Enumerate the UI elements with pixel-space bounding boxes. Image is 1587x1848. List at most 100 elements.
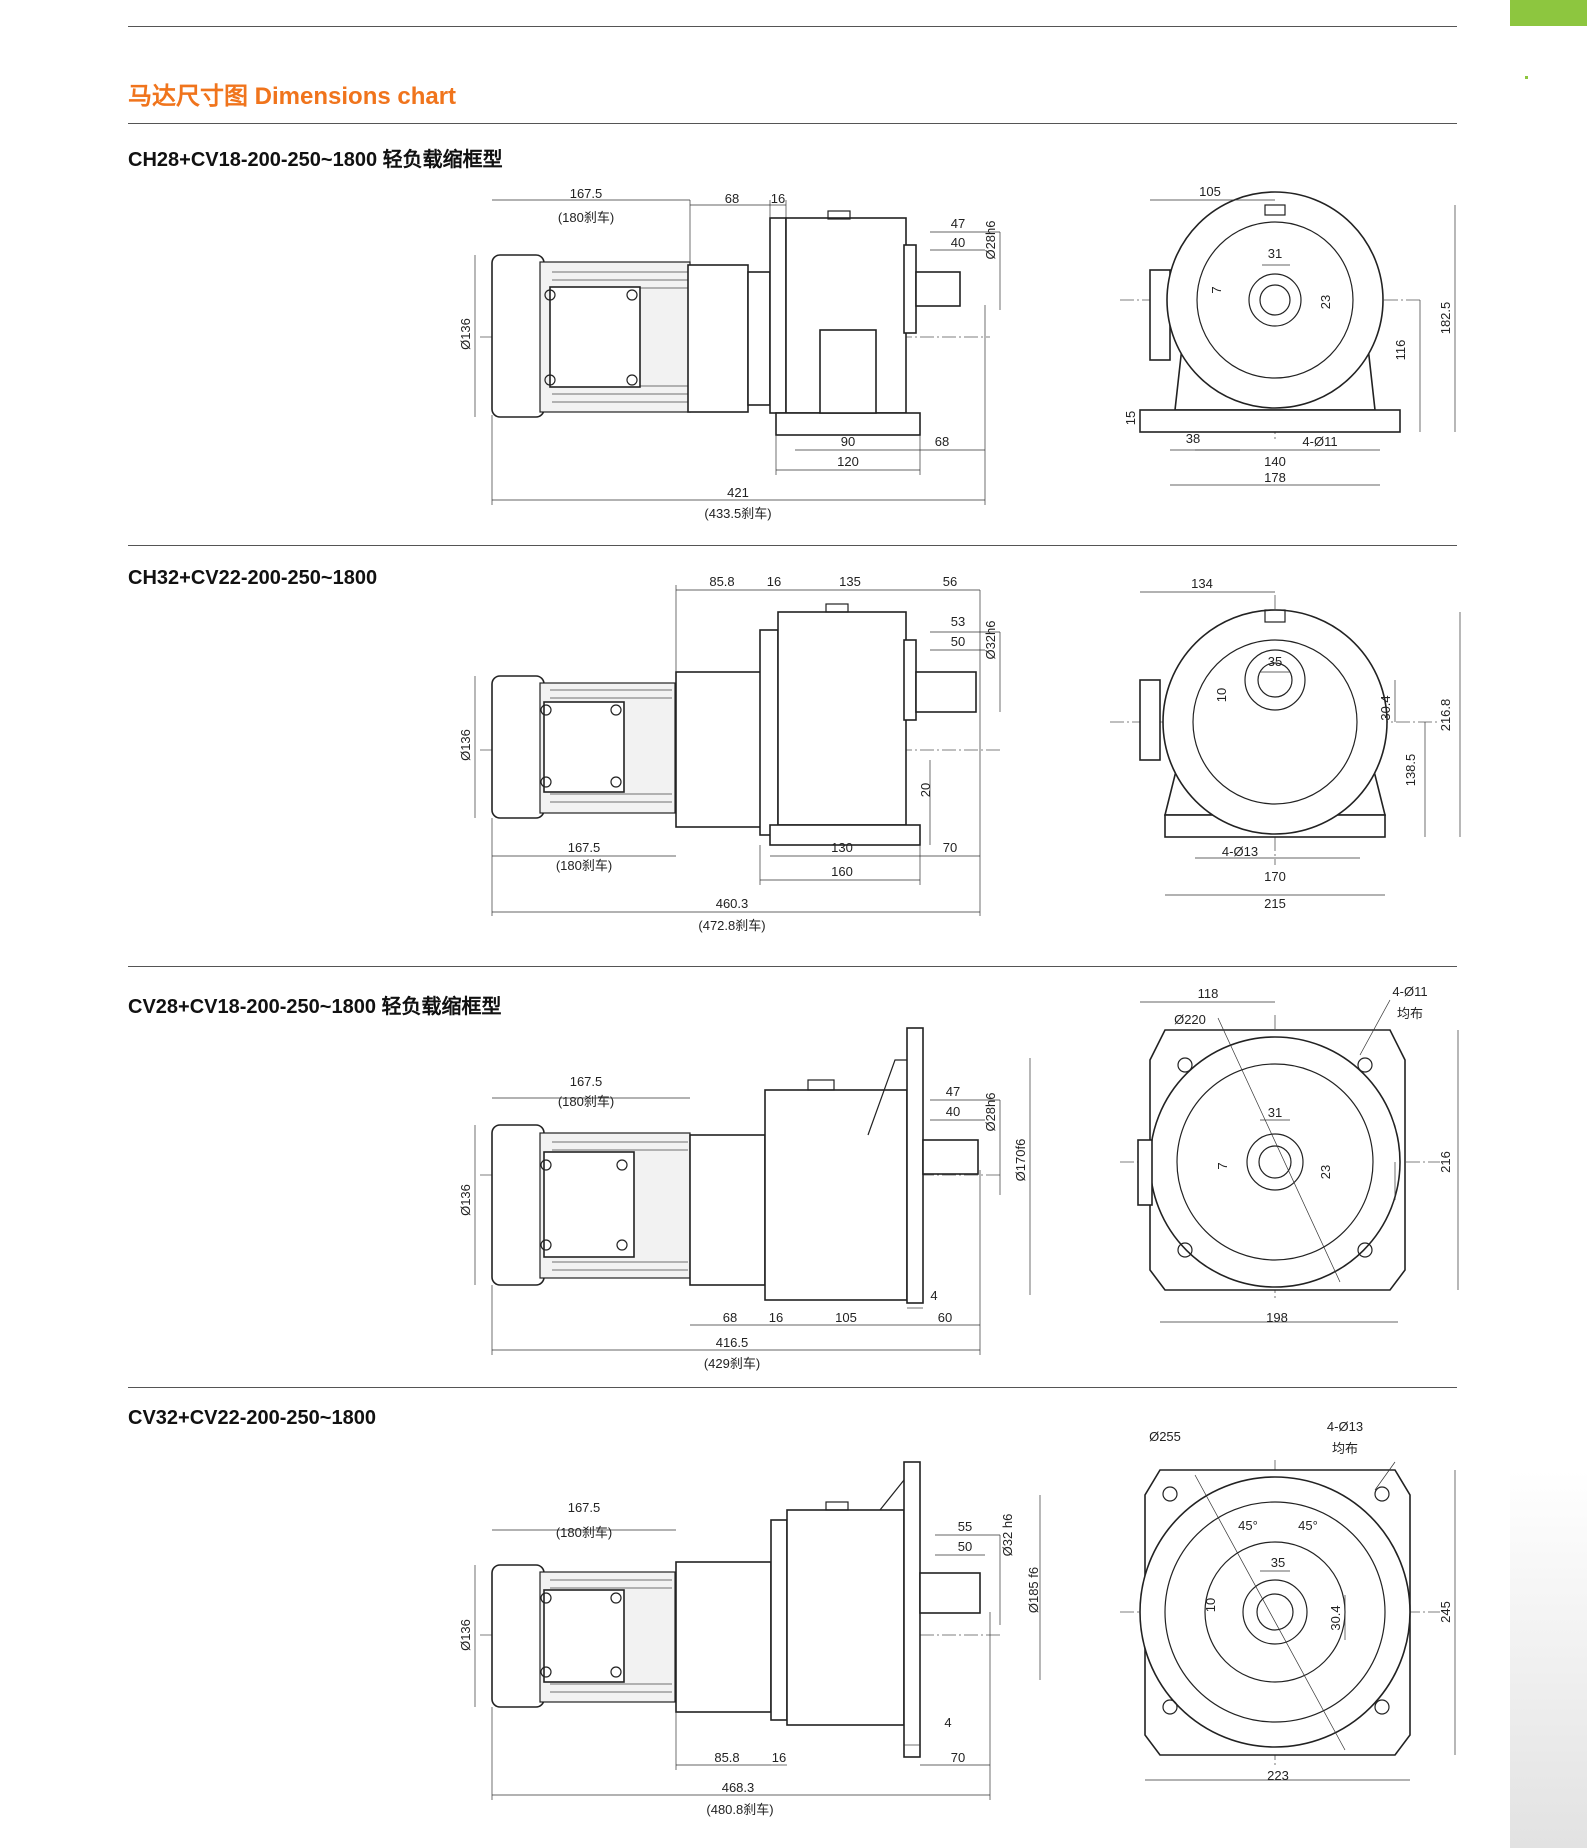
section-3-front-dim-label: 118: [1198, 986, 1219, 1001]
section-4-side-dim-label: Ø185 f6: [1026, 1567, 1041, 1613]
section-1-front-dim-label: 140: [1264, 454, 1286, 469]
section-4-front-dim-label: 均布: [1332, 1441, 1358, 1456]
section-4-side-dim-label: 4: [944, 1715, 951, 1730]
section-3-side-dim-label: (429刹车): [704, 1356, 760, 1371]
section-1-side-dim-label: 40: [951, 235, 965, 250]
section-1-side-dim-label: (180刹车): [558, 210, 614, 225]
section-2-front-dim-label: 216.8: [1438, 699, 1453, 732]
section-2-side-dim-label: 16: [767, 574, 781, 589]
section-4-front-dim-label: 223: [1267, 1768, 1289, 1783]
title-rule: [128, 123, 1457, 124]
section-3-side-view: [474, 1027, 1031, 1355]
section-1-rule: [128, 545, 1457, 546]
section-2-rule: [128, 966, 1457, 967]
section-4-side-dim-label: (480.8刹车): [706, 1802, 773, 1817]
section-2-side-dim-label: (180刹车): [556, 858, 612, 873]
section-2-side-dim-label: 130: [831, 840, 853, 855]
section-1-side-dim-label: 47: [951, 216, 965, 231]
section-1-front-dim-label: 178: [1264, 470, 1286, 485]
section-3-side-dim-label: 416.5: [716, 1335, 749, 1350]
section-4-side-dim-label: 55: [958, 1519, 972, 1534]
section-1-front-dim-label: 23: [1318, 295, 1333, 309]
section-1-front-dim-label: 116: [1393, 340, 1408, 361]
section-2-front-dim-label: 4-Ø13: [1222, 844, 1258, 859]
section-1-side-dim-label: 68: [725, 191, 739, 206]
section-2-front-dim-label: 215: [1264, 896, 1286, 911]
section-3-title: CV28+CV18-200-250~1800 轻负载缩框型: [128, 996, 502, 1018]
section-4-front-dim-label: 30.4: [1328, 1605, 1343, 1630]
section-4-front-dim-label: 35: [1271, 1555, 1285, 1570]
section-2-front-dim-label: 35: [1268, 654, 1282, 669]
section-4-title: CV32+CV22-200-250~1800: [128, 1407, 376, 1429]
section-2-side-dim-label: 56: [943, 574, 957, 589]
section-4-side-dim-label: Ø32 h6: [1000, 1514, 1015, 1557]
section-2-side-dim-label: 85.8: [709, 574, 734, 589]
section-3-side-dim-label: Ø170f6: [1013, 1139, 1028, 1182]
section-1-side-dim-label: Ø28h6: [983, 220, 998, 259]
section-3-front-dim-label: 均布: [1397, 1006, 1423, 1021]
side-gradient-strip: [1510, 1470, 1587, 1848]
section-4-side-dim-label: 50: [958, 1539, 972, 1554]
section-1-front-dim-label: 7: [1209, 286, 1224, 293]
section-1-side-dim-label: 90: [841, 434, 855, 449]
section-3-side-dim-label: 16: [769, 1310, 783, 1325]
section-4-front-dim-label: 45°: [1298, 1518, 1318, 1533]
section-4-front-dim-label: Ø255: [1149, 1429, 1181, 1444]
section-2-front-dim-label: 138.5: [1403, 754, 1418, 787]
section-1-side-dim-label: 421: [727, 485, 749, 500]
section-3-side-dim-label: 167.5: [570, 1074, 603, 1089]
page-accent-dot: [1525, 76, 1528, 79]
section-4-side-dim-label: 85.8: [714, 1750, 739, 1765]
section-3-front-dim-label: 198: [1266, 1310, 1288, 1325]
section-2-side-dim-label: 70: [943, 840, 957, 855]
top-rule: [128, 26, 1457, 27]
section-1-front-dim-label: 38: [1186, 431, 1200, 446]
section-3-front-dim-label: Ø220: [1174, 1012, 1206, 1027]
section-1-front-dim-label: 105: [1199, 184, 1221, 199]
section-4-side-dim-label: (180刹车): [556, 1525, 612, 1540]
section-2-front-dim-label: 134: [1191, 576, 1213, 591]
section-2-side-dim-label: 160: [831, 864, 853, 879]
section-1-side-dim-label: 120: [837, 454, 859, 469]
section-1-front-dim-label: 31: [1268, 246, 1282, 261]
section-3-side-dim-label: 40: [946, 1104, 960, 1119]
section-3-side-dim-label: Ø136: [458, 1184, 473, 1216]
section-4-side-dim-label: 16: [772, 1750, 786, 1765]
section-1-side-dim-label: 68: [935, 434, 949, 449]
section-1-front-view: [1120, 191, 1456, 486]
section-3-rule: [128, 1387, 1457, 1388]
section-2-side-dim-label: 460.3: [716, 896, 749, 911]
section-1-side-view: [474, 199, 1001, 505]
section-2-side-dim-label: Ø136: [458, 729, 473, 761]
section-3-side-dim-label: 60: [938, 1310, 952, 1325]
section-2-front-dim-label: 170: [1264, 869, 1286, 884]
section-4-front-dim-label: 245: [1438, 1601, 1453, 1623]
section-1-title: CH28+CV18-200-250~1800 轻负载缩框型: [128, 149, 503, 171]
section-3-front-view: [1120, 999, 1459, 1323]
section-2-side-dim-label: (472.8刹车): [698, 918, 765, 933]
section-3-front-dim-label: 4-Ø11: [1392, 984, 1427, 999]
section-1-side-dim-label: 16: [771, 191, 785, 206]
section-2-front-dim-label: 30.4: [1378, 695, 1393, 720]
section-4-side-dim-label: Ø136: [458, 1619, 473, 1651]
section-2-side-dim-label: 53: [951, 614, 965, 629]
section-1-front-dim-label: 15: [1123, 411, 1138, 425]
section-3-front-dim-label: 31: [1268, 1105, 1282, 1120]
section-1-front-dim-label: 182.5: [1438, 302, 1453, 335]
section-4-front-dim-label: 4-Ø13: [1327, 1419, 1363, 1434]
section-1-side-dim-label: Ø136: [458, 318, 473, 350]
section-2-side-dim-label: 135: [839, 574, 861, 589]
section-3-front-dim-label: 216: [1438, 1151, 1453, 1173]
section-2-side-dim-label: 20: [918, 783, 933, 797]
section-2-front-dim-label: 10: [1214, 688, 1229, 702]
section-3-front-dim-label: 23: [1318, 1165, 1333, 1179]
section-2-side-view: [474, 585, 1001, 916]
section-4-front-dim-label: 10: [1203, 1598, 1218, 1612]
section-4-side-dim-label: 70: [951, 1750, 965, 1765]
section-4-side-view: [474, 1461, 1041, 1800]
section-4-front-view: [1120, 1460, 1456, 1781]
section-2-side-dim-label: 50: [951, 634, 965, 649]
section-4-side-dim-label: 468.3: [722, 1780, 755, 1795]
section-3-side-dim-label: (180刹车): [558, 1094, 614, 1109]
